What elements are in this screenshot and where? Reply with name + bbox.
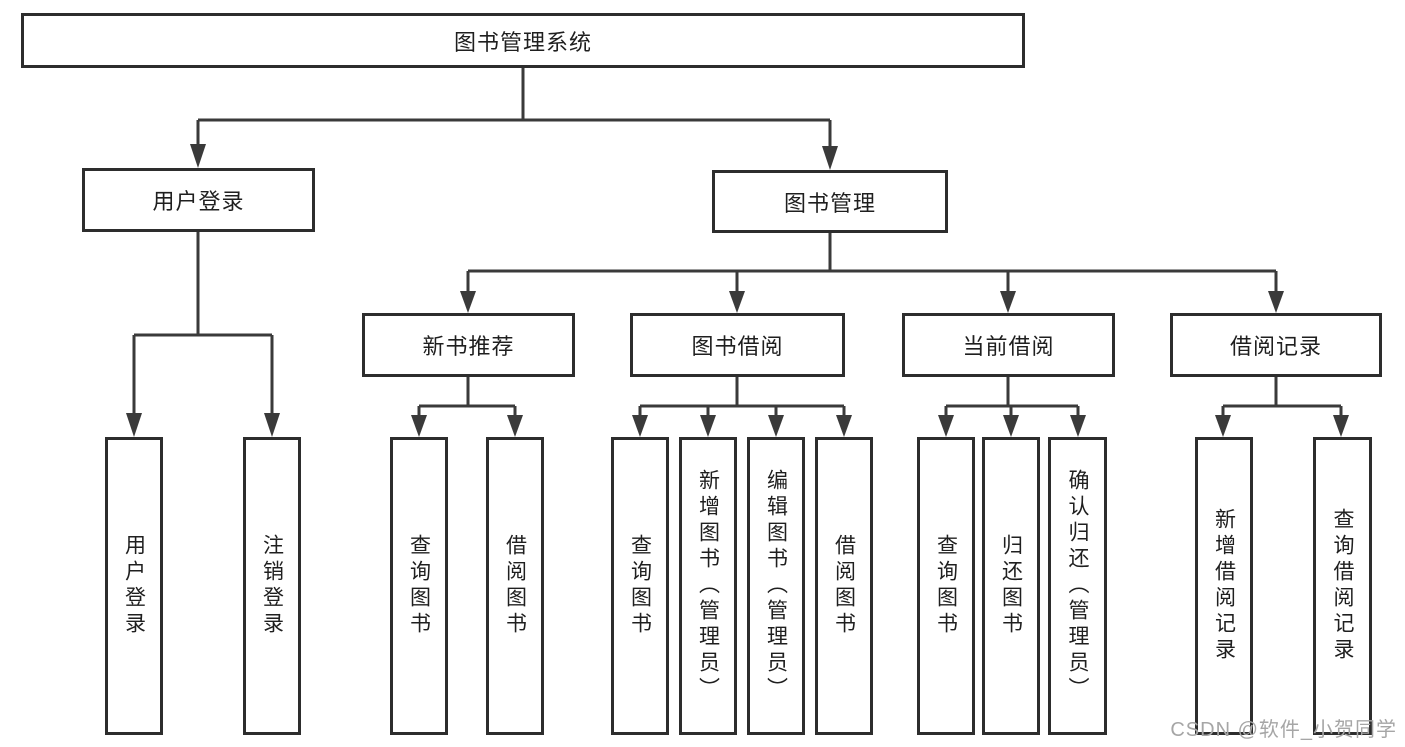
leaf-user-login: 用户登录 [105,437,163,735]
leaf-borrow-books-recommend-label: 借阅图书 [503,534,527,638]
leaf-return-book: 归还图书 [982,437,1040,735]
node-new-book-recommend: 新书推荐 [362,313,575,377]
node-current-borrow-label: 当前借阅 [962,334,1055,359]
leaf-query-books-recommend-label: 查询图书 [407,534,431,638]
leaf-confirm-return-admin-label: 确认归还（管理员） [1066,469,1089,703]
leaf-query-books-current-label: 查询图书 [934,534,958,638]
leaf-logout-label: 注销登录 [260,534,284,638]
leaf-query-books-recommend: 查询图书 [390,437,448,735]
leaf-add-book-admin: 新增图书（管理员） [679,437,737,735]
leaf-return-book-label: 归还图书 [999,534,1023,638]
node-system-root: 图书管理系统 [21,13,1025,68]
leaf-borrow-books-label: 借阅图书 [832,534,856,638]
leaf-query-borrow-record-label: 查询借阅记录 [1331,508,1354,664]
leaf-borrow-books-recommend: 借阅图书 [486,437,544,735]
node-current-borrow: 当前借阅 [902,313,1115,377]
leaf-user-login-label: 用户登录 [122,534,146,638]
leaf-query-books-borrow-label: 查询图书 [628,534,652,638]
watermark: CSDN @软件_小贺同学 [1170,719,1397,741]
node-book-management: 图书管理 [712,170,948,233]
leaf-edit-book-admin-label: 编辑图书（管理员） [764,469,788,703]
node-user-login: 用户登录 [82,168,315,232]
leaf-add-borrow-record: 新增借阅记录 [1195,437,1253,735]
leaf-add-book-admin-label: 新增图书（管理员） [696,469,720,703]
leaf-query-books-current: 查询图书 [917,437,975,735]
node-book-borrow: 图书借阅 [630,313,845,377]
leaf-borrow-books: 借阅图书 [815,437,873,735]
leaf-query-borrow-record: 查询借阅记录 [1313,437,1372,735]
node-book-management-label: 图书管理 [783,190,876,216]
leaf-edit-book-admin: 编辑图书（管理员） [747,437,805,735]
node-borrow-records-label: 借阅记录 [1229,334,1322,359]
node-system-root-label: 图书管理系统 [453,29,592,55]
node-new-book-recommend-label: 新书推荐 [422,334,515,359]
leaf-add-borrow-record-label: 新增借阅记录 [1212,508,1236,664]
node-borrow-records: 借阅记录 [1170,313,1382,377]
node-user-login-label: 用户登录 [152,189,245,214]
leaf-query-books-borrow: 查询图书 [611,437,669,735]
node-book-borrow-label: 图书借阅 [691,334,784,359]
leaf-logout: 注销登录 [243,437,301,735]
leaf-confirm-return-admin: 确认归还（管理员） [1048,437,1107,735]
